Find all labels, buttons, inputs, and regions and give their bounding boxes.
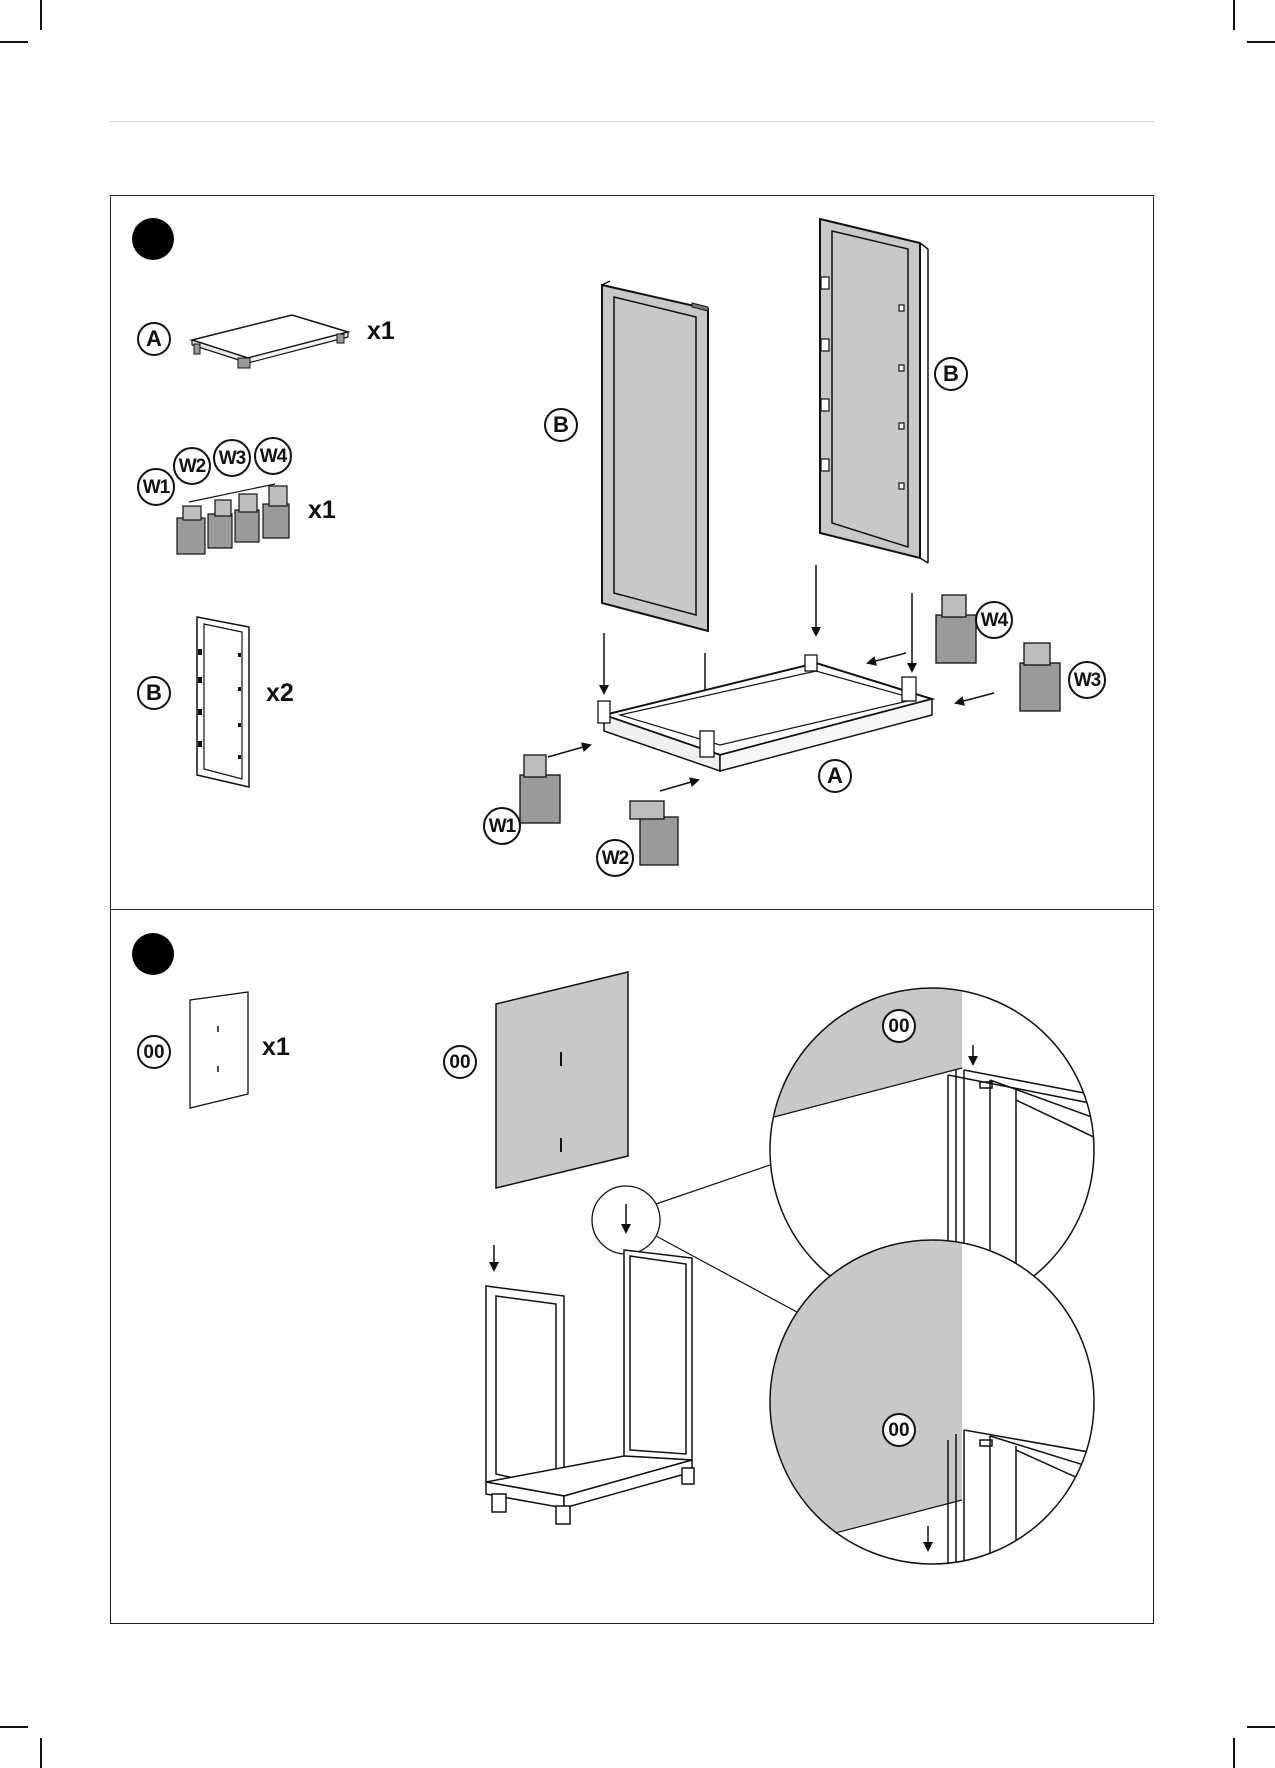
callout-foot-w2: W2 <box>596 839 634 877</box>
crop-mark <box>1233 0 1235 30</box>
crop-mark <box>40 0 42 30</box>
step-2-marker <box>132 933 174 975</box>
callout-detail-bottom-00: 00 <box>882 1413 916 1447</box>
callout-detail-top-00: 00 <box>882 1009 916 1043</box>
callout-right-panel-b: B <box>934 357 968 391</box>
part-b-panel-thumbnail <box>195 615 255 790</box>
step-1-marker <box>132 218 174 260</box>
part-00-quantity: x1 <box>262 1035 290 1060</box>
step-1-assembly-drawing <box>480 215 1120 875</box>
part-w4-label: W4 <box>254 437 292 475</box>
callout-back-panel-00: 00 <box>443 1045 477 1079</box>
part-w3-label: W3 <box>213 439 251 477</box>
callout-foot-w3: W3 <box>1068 661 1106 699</box>
part-w-quantity: x1 <box>308 498 336 523</box>
header-rule <box>110 121 1155 122</box>
crop-mark <box>1233 1738 1235 1768</box>
crop-mark <box>0 41 28 43</box>
callout-foot-w4: W4 <box>975 601 1013 639</box>
crop-mark <box>0 1726 28 1728</box>
part-00-back-panel-thumbnail <box>188 990 250 1110</box>
callout-foot-w1: W1 <box>483 807 521 845</box>
callout-left-panel-b: B <box>544 408 578 442</box>
part-00-label: 00 <box>137 1035 171 1069</box>
crop-mark <box>40 1738 42 1768</box>
part-w-feet-thumbnail <box>175 480 295 560</box>
part-b-label: B <box>137 676 171 710</box>
part-a-quantity: x1 <box>367 319 395 344</box>
part-a-label: A <box>137 322 171 356</box>
part-w1-label: W1 <box>137 468 175 506</box>
part-a-base-thumbnail <box>190 310 350 370</box>
callout-base-a: A <box>818 759 852 793</box>
crop-mark <box>1247 41 1275 43</box>
crop-mark <box>1247 1726 1275 1728</box>
part-b-quantity: x2 <box>266 681 294 706</box>
step-2-assembly-drawing <box>470 960 1130 1600</box>
